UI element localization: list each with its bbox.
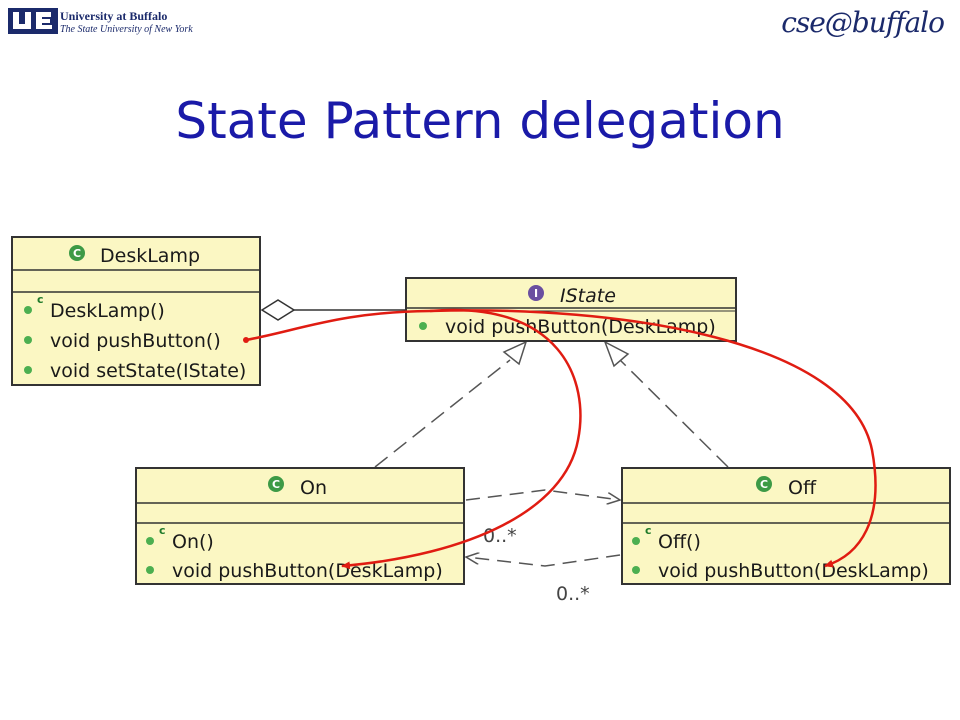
ub-logo-icon — [8, 8, 58, 34]
method-dot-icon — [146, 566, 154, 574]
realization-off-istate — [603, 340, 729, 468]
method-dot-icon — [419, 322, 427, 330]
class-off[interactable]: C Off c Off() void pushButton(DeskLamp) — [621, 467, 951, 585]
class-name-desklamp: DeskLamp — [100, 245, 200, 267]
university-line1: University at Buffalo — [60, 9, 168, 23]
aggregation-line — [260, 299, 406, 321]
constructor-marker: c — [37, 293, 44, 306]
method-dot-icon — [24, 306, 32, 314]
delegation-arrows — [243, 308, 877, 570]
class-name-on: On — [300, 477, 327, 499]
class-icon: C — [268, 476, 284, 492]
member-desklamp-pushbutton: void pushButton() — [50, 330, 221, 352]
constructor-marker: c — [645, 524, 652, 537]
delegation-arrow-to-istate — [245, 309, 431, 342]
interface-icon: I — [528, 285, 544, 301]
class-icon: C — [756, 476, 772, 492]
class-name-off: Off — [788, 477, 817, 499]
method-dot-icon — [632, 537, 640, 545]
class-icon: C — [69, 245, 85, 261]
constructor-marker: c — [159, 524, 166, 537]
svg-text:C: C — [272, 478, 280, 491]
dependency-off-on — [466, 555, 621, 567]
member-on-constructor: On() — [172, 531, 214, 553]
multiplicity-on-off: 0..* — [483, 525, 517, 547]
method-dot-icon — [146, 537, 154, 545]
delegation-arrow-to-on — [341, 308, 582, 570]
class-on[interactable]: C On c On() void pushButton(DeskLamp) — [135, 467, 465, 585]
university-name: University at Buffalo The State Universi… — [60, 10, 193, 36]
cse-buffalo-logo: cse@buffalo — [781, 6, 945, 39]
multiplicity-off-on: 0..* — [556, 583, 590, 605]
svg-text:C: C — [73, 247, 81, 260]
member-on-pushbutton: void pushButton(DeskLamp) — [172, 560, 443, 582]
method-dot-icon — [632, 566, 640, 574]
interface-name-istate: IState — [560, 285, 616, 307]
realization-on-istate — [374, 340, 528, 468]
svg-text:I: I — [534, 287, 538, 300]
dependency-on-off — [465, 489, 620, 500]
method-dot-icon — [24, 366, 32, 374]
class-desklamp[interactable]: C DeskLamp c DeskLamp() void pushButton(… — [11, 236, 261, 386]
member-desklamp-setstate: void setState(IState) — [50, 360, 246, 382]
delegation-arrow-to-off — [429, 309, 877, 568]
university-line2: The State University of New York — [60, 24, 193, 35]
member-off-constructor: Off() — [658, 531, 701, 553]
method-dot-icon — [24, 336, 32, 344]
member-desklamp-constructor: DeskLamp() — [50, 300, 165, 322]
member-istate-pushbutton: void pushButton(DeskLamp) — [445, 316, 716, 338]
svg-text:C: C — [760, 478, 768, 491]
member-off-pushbutton: void pushButton(DeskLamp) — [658, 560, 929, 582]
slide-title: State Pattern delegation — [175, 92, 785, 150]
